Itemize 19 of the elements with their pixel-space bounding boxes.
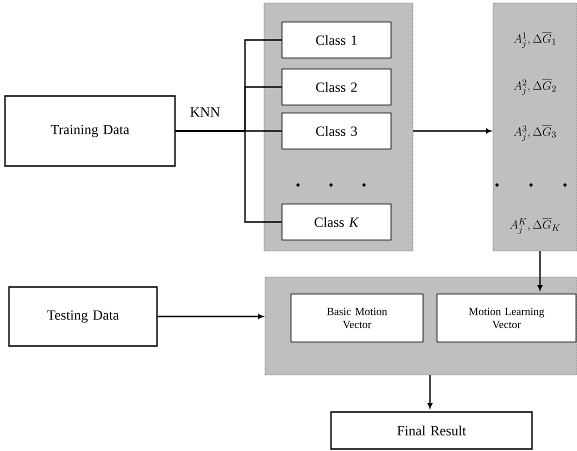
process-box: Motion Learning Vector bbox=[436, 294, 576, 342]
connector bbox=[413, 128, 492, 134]
formula: $A_j^{K},\Delta\overline{G}_{K}$ bbox=[510, 218, 560, 234]
connector bbox=[176, 130, 282, 223]
edge-label: KNN bbox=[188, 106, 222, 118]
process-box: Final Result bbox=[330, 411, 533, 450]
process-box: Training Data bbox=[4, 95, 176, 167]
formula: $A_j^{2},\Delta\overline{G}_{2}$ bbox=[514, 79, 556, 96]
connector bbox=[157, 314, 264, 319]
process-box: Testing Data bbox=[8, 286, 158, 347]
connector bbox=[538, 251, 542, 290]
process-box: Class 2 bbox=[282, 68, 392, 106]
process-box: Basic Motion Vector bbox=[290, 294, 424, 342]
formula: $A_j^{3},\Delta\overline{G}_{3}$ bbox=[514, 125, 556, 142]
process-box: Class K bbox=[282, 204, 392, 240]
connector bbox=[428, 375, 432, 408]
process-box: Class 1 bbox=[282, 22, 392, 58]
process-box: Class 3 bbox=[282, 112, 392, 150]
formula: $A_j^{1},\Delta\overline{G}_{1}$ bbox=[514, 32, 556, 48]
